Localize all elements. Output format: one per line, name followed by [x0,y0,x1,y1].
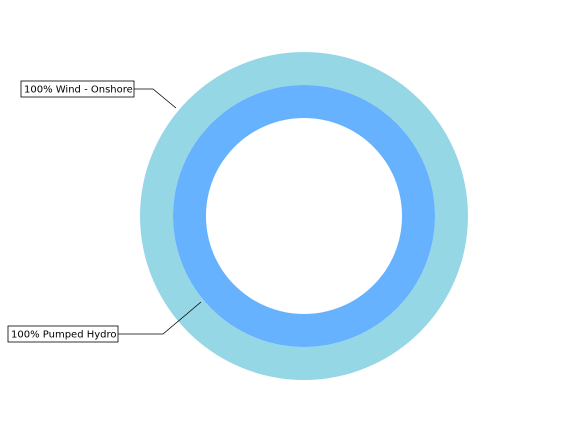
label-box-outer [20,80,135,98]
slice-label-outer: 100% Wind - Onshore [24,85,133,96]
slice-label-inner: 100% Pumped Hydro [11,330,117,341]
callout-inner: 100% Pumped Hydro [7,301,202,343]
leader-line-outer [134,88,177,109]
leader-line-inner [118,301,202,335]
label-box-inner [7,325,119,343]
slice-inner-pumped-hydro [173,85,435,347]
slices-group [140,52,468,380]
callout-outer: 100% Wind - Onshore [20,80,177,109]
